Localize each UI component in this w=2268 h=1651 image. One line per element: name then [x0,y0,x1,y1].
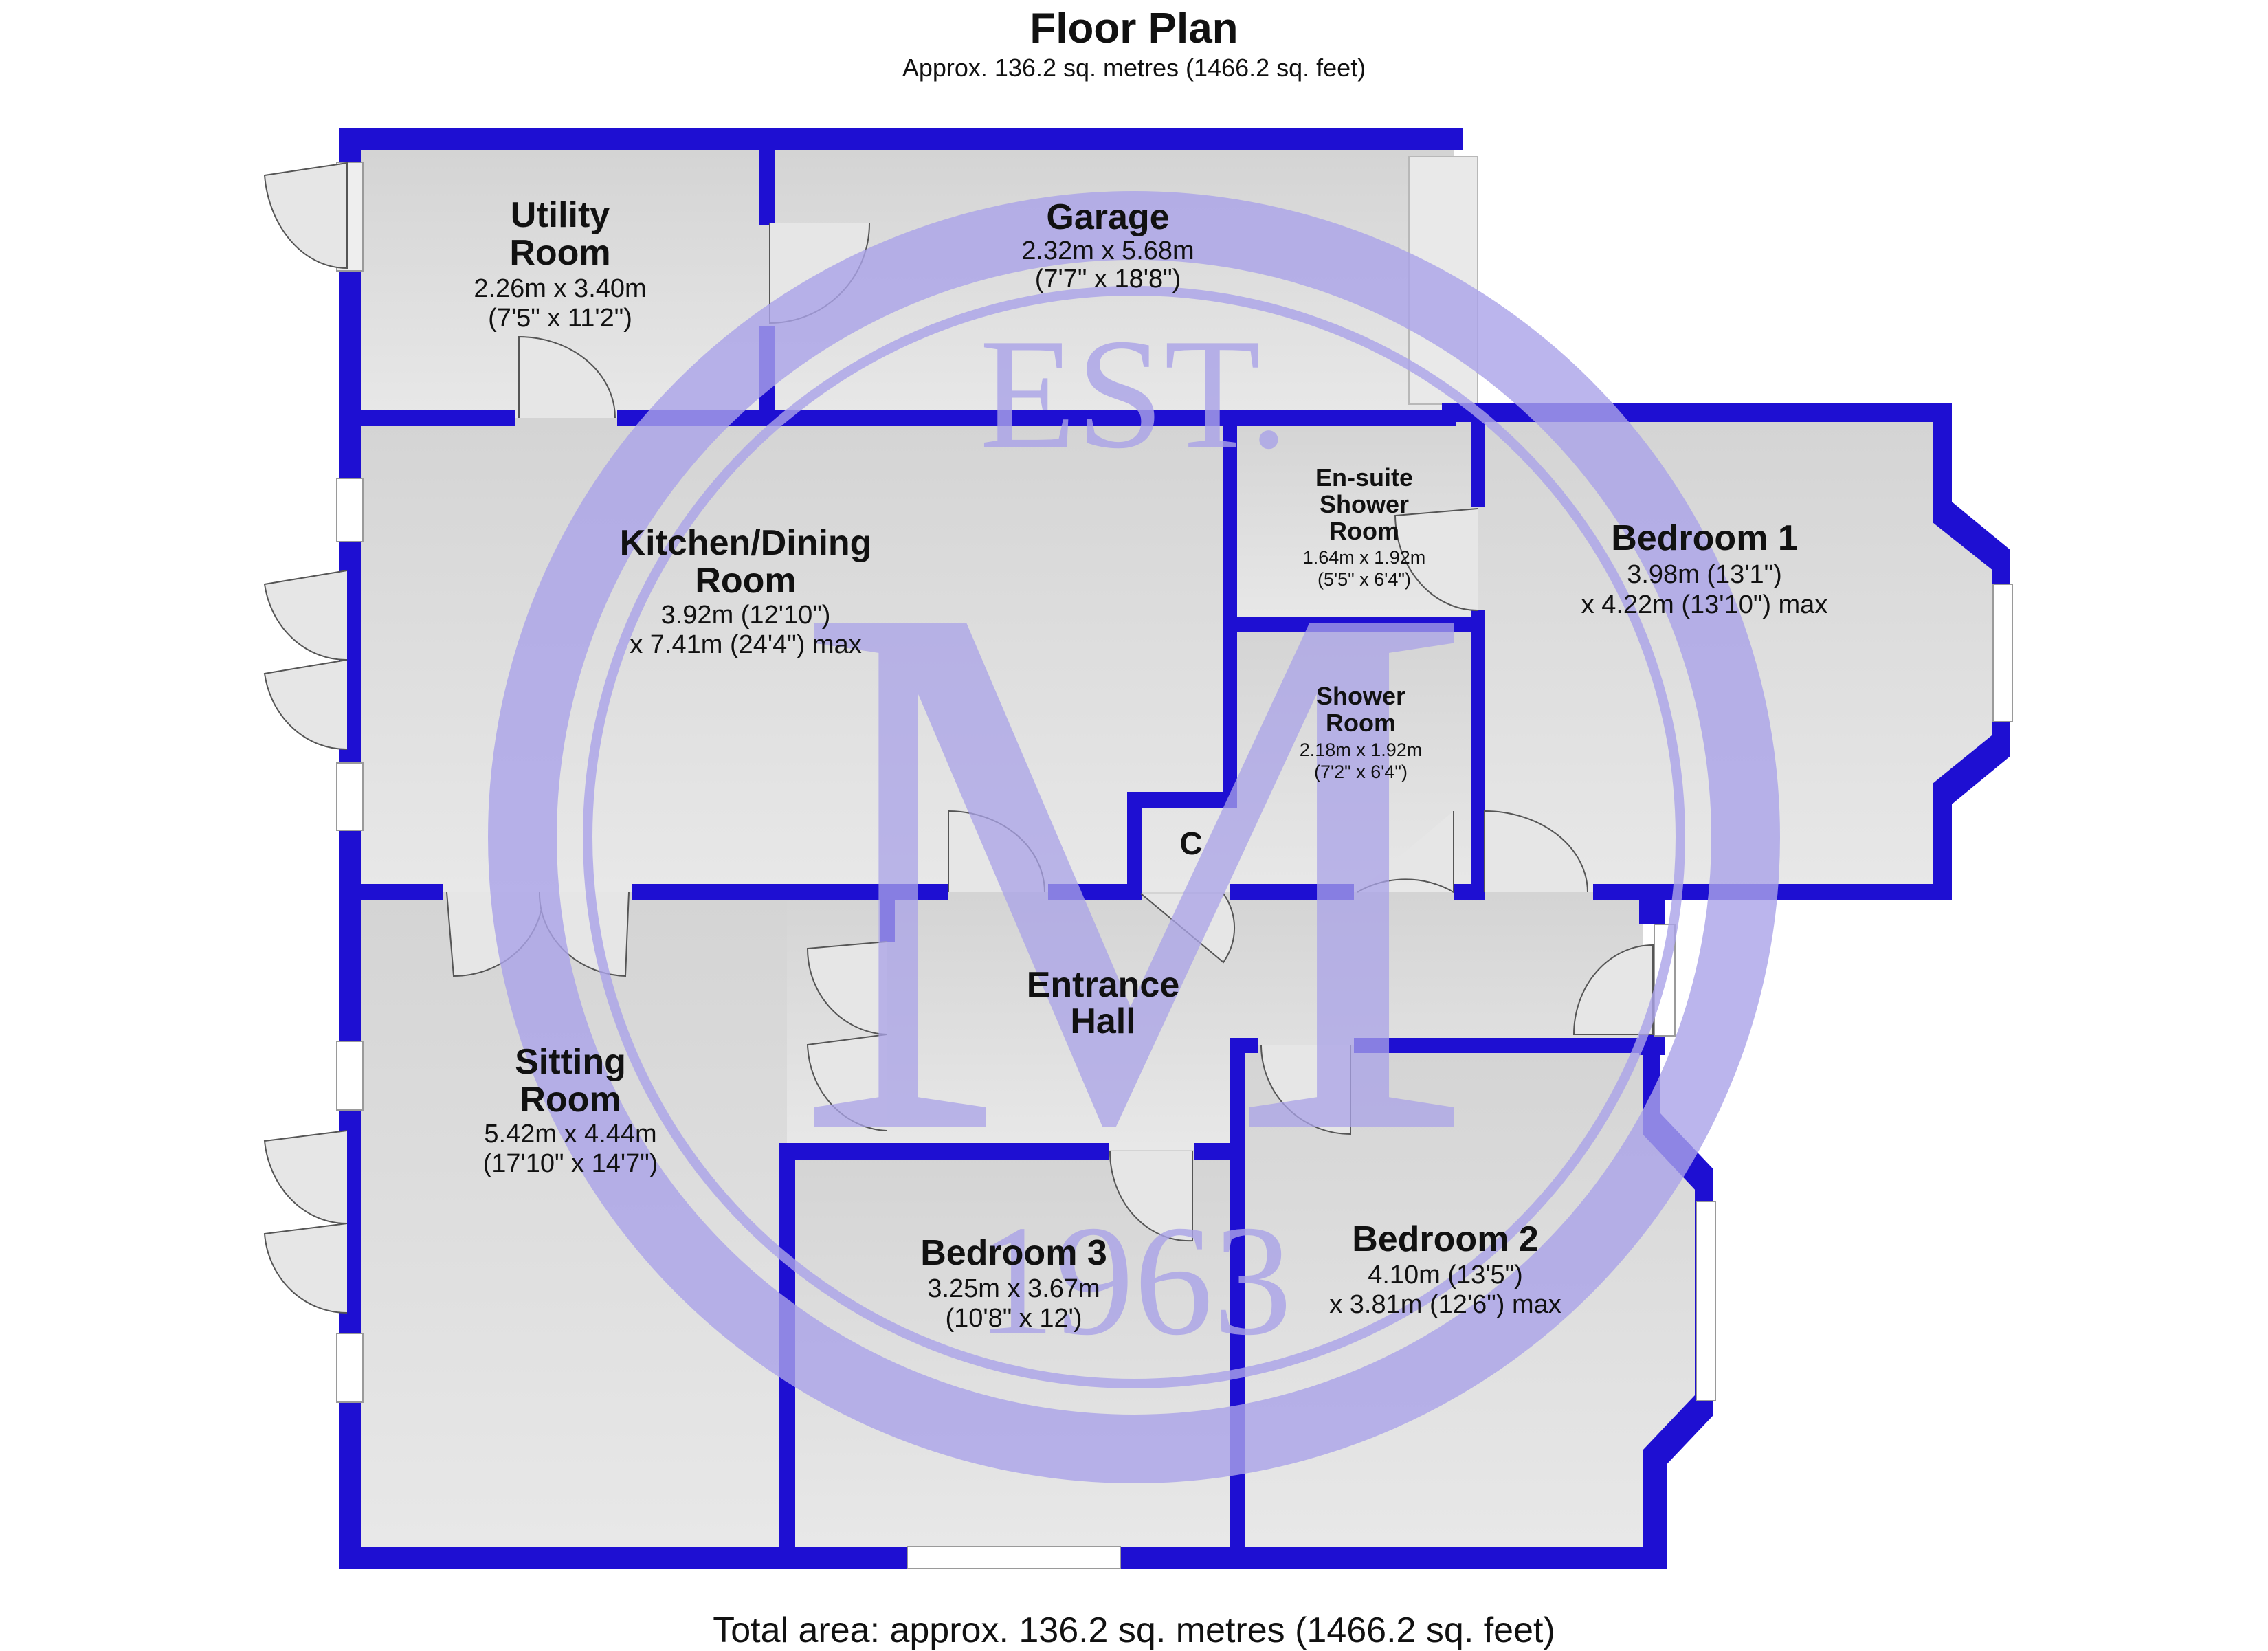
wall-top [339,128,1463,150]
wall-cupboard-top [1127,792,1237,808]
wall-bed2-top-b [1354,1038,1660,1053]
utility-name-1: Utility [511,195,610,235]
hall-name-2: Hall [1070,1001,1135,1041]
watermark-year: 1963 [976,1193,1292,1368]
sitting-external-door-a-icon [263,1130,348,1225]
wall-bay1-b [1933,735,2010,804]
wall-bed2-right-bottom [1643,1457,1667,1569]
shower-dim-1: 2.18m x 1.92m [1300,740,1423,760]
wall-bed1-right-bottom [1933,797,1952,900]
shower-name-1: Shower [1316,682,1405,710]
window-kitchen-bottom [336,762,364,831]
wall-ensuite-left [1223,418,1237,806]
bedroom1-dim-2: x 4.22m (13'10") max [1581,590,1828,619]
kitchen-french-door-a-icon [263,570,348,661]
hall-name-1: Entrance [1027,965,1180,1005]
wall-utility-garage [759,150,775,225]
window-sitting-top [336,1041,364,1111]
bedroom2-door-icon [1260,1044,1351,1135]
garage-dim-2: (7'7" x 18'8") [1035,265,1181,293]
ensuite-name-1: En-suite [1315,463,1413,491]
bedroom3-name: Bedroom 3 [920,1233,1107,1273]
ensuite-name-2: Shower [1320,490,1409,518]
utility-external-door-icon [263,162,348,269]
garage-dim-1: 2.32m x 5.68m [1021,236,1194,265]
wall-bed1-right-top [1933,403,1952,509]
cupboard-label: C [1179,826,1202,861]
sitting-name-2: Room [520,1080,621,1120]
bedroom3-dim-1: 3.25m x 3.67m [927,1274,1100,1303]
wall-hall-bed1 [1454,884,1485,900]
watermark: EST. M 1963 [488,191,1780,1483]
wall-kitchen-top-a [347,410,515,426]
wall-ensuite-right [1471,418,1485,507]
wall-bay1-a [1933,502,2010,570]
ensuite-door-icon [1394,508,1478,611]
shower-name-2: Room [1326,709,1396,737]
windows [336,162,2013,1569]
front-door-icon [1572,944,1654,1035]
wall-left [339,128,361,1559]
kitchen-utility-door-icon [518,335,616,419]
sitting-dim-2: (17'10" x 14'7") [483,1149,658,1178]
watermark-outer-ring [488,191,1780,1483]
cupboard-door-icon [1140,893,1236,964]
watermark-letter: M [792,442,1476,1294]
kitchen-name-2: Room [695,561,796,601]
bedroom3-dim-2: (10'8" x 12') [945,1304,1082,1333]
wall-bay2-b [1643,1395,1713,1471]
window-sitting-bottom [336,1333,364,1403]
watermark-est: EST. [979,306,1288,481]
bedroom3-door-icon [1109,1151,1193,1242]
ensuite-dim-2: (5'5" x 6'4") [1318,569,1411,590]
window-kitchen-top [336,478,364,542]
wall-bed3-top-a [779,1143,1109,1160]
wall-kh-b [632,884,948,900]
wall-garage-right [1442,128,1463,142]
window-bed2-bay [1696,1201,1716,1401]
bedroom1-name: Bedroom 1 [1611,518,1798,558]
kitchen-dim-2: x 7.41m (24'4") max [630,630,862,659]
plan-subtitle: Approx. 136.2 sq. metres (1466.2 sq. fee… [902,54,1366,82]
ensuite-dim-1: 1.64m x 1.92m [1303,547,1426,568]
utility-name-2: Room [509,233,610,273]
wall-cupboard-left [1127,792,1142,892]
sitting-dim-1: 5.42m x 4.44m [484,1120,656,1149]
wall-kitchen-top-b [617,410,1456,426]
wall-shower-right [1471,610,1485,892]
kitchen-french-door-b-icon [263,659,348,751]
window-bottom [907,1546,1121,1569]
bedroom1-door-icon [1484,810,1588,893]
wall-bed2-top-a [1230,1038,1258,1053]
shower-door-icon [1357,811,1454,894]
kitchen-hall-door-icon [948,810,1045,893]
wall-hall-right-top [1639,900,1665,924]
sitting-hall-door-a-icon [806,941,887,1035]
kitchen-name-1: Kitchen/Dining [620,523,872,563]
sitting-hall-door-b-icon [806,1034,887,1131]
ensuite-name-3: Room [1329,517,1399,545]
wall-sitting-right-top [880,900,895,942]
garage-name: Garage [1046,197,1169,237]
wall-kh-c [1048,884,1142,900]
total-area: Total area: approx. 136.2 sq. metres (14… [713,1610,1555,1650]
utility-dim-2: (7'5" x 11'2") [488,304,632,333]
sitting-external-door-b-icon [263,1223,348,1314]
wall-ensuite-bottom [1230,617,1485,632]
window-bed1-bay [1992,584,2013,722]
bedroom1-dim-1: 3.98m (13'1") [1627,560,1782,589]
wall-shower-bottom [1230,884,1354,900]
bedroom2-dim-1: 4.10m (13'5") [1368,1261,1523,1289]
room-labels: Utility Room 2.26m x 3.40m (7'5" x 11'2"… [474,195,1827,1333]
watermark-inner-ring [583,286,1685,1388]
shower-dim-2: (7'2" x 6'4") [1314,762,1408,782]
sitting-name-1: Sitting [515,1042,626,1082]
utility-dim-1: 2.26m x 3.40m [474,274,646,303]
bedroom2-name: Bedroom 2 [1352,1219,1539,1259]
kitchen-dim-1: 3.92m (12'10") [661,601,831,630]
plan-title: Floor Plan [1030,5,1238,52]
wall-kh-a [347,884,443,900]
bedroom2-dim-2: x 3.81m (12'6") max [1329,1290,1561,1319]
